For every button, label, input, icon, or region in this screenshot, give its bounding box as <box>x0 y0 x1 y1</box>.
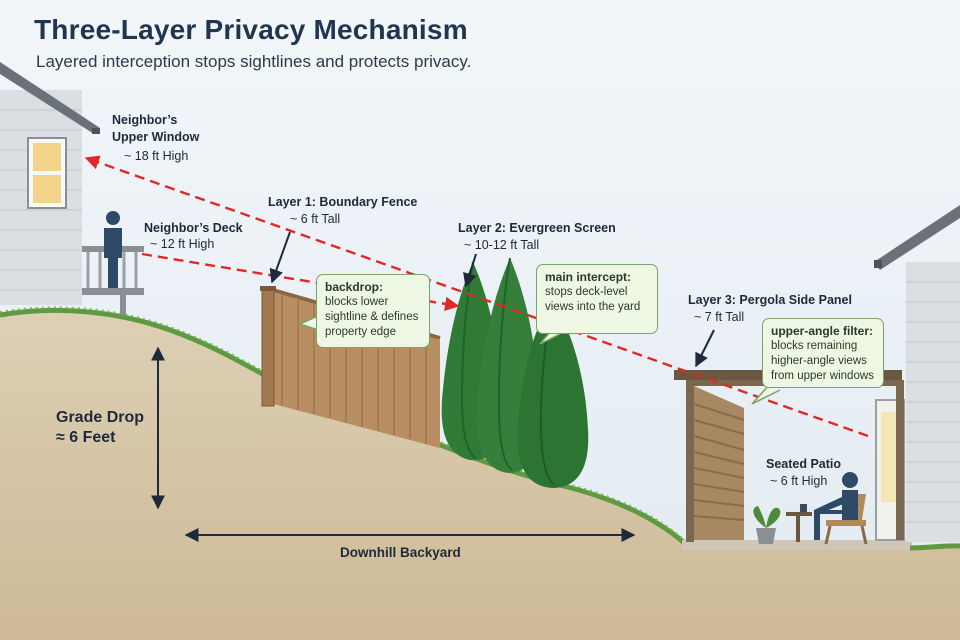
callout-upper-angle: upper-angle filter: blocks remaining hig… <box>762 318 884 388</box>
callout-backdrop-line1: blocks lower <box>325 296 389 308</box>
layer2-height: ~ 10-12 ft Tall <box>464 238 540 252</box>
page-title: Three-Layer Privacy Mechanism <box>34 14 468 45</box>
patio-height: ~ 6 ft High <box>770 474 828 488</box>
deck-sightline <box>141 252 460 312</box>
patio-person-seated <box>786 472 868 545</box>
evergreen-screen <box>441 257 589 488</box>
layer3-height: ~ 7 ft Tall <box>694 310 745 324</box>
downhill-label: Downhill Backyard <box>340 545 461 560</box>
patio-title: Seated Patio <box>766 457 842 471</box>
page-subtitle: Layered interception stops sightlines an… <box>36 52 472 71</box>
callout-main-line2: views into the yard <box>545 301 641 313</box>
window-title-line1: Neighbor’s <box>112 113 178 127</box>
neighbor-house <box>0 62 144 315</box>
potted-plant <box>753 506 781 544</box>
neighbor-person-silhouette <box>104 211 122 288</box>
grade-drop-line1: Grade Drop <box>56 409 145 426</box>
callout-main-intercept: main intercept: stops deck-level views i… <box>536 264 658 334</box>
callout-backdrop-line3: property edge <box>325 326 396 338</box>
callout-backdrop-line2: sightline & defines <box>325 311 419 323</box>
callout-main-line1: stops deck-level <box>545 286 628 298</box>
window-label: Neighbor’s Upper Window <box>112 112 199 146</box>
deck-title: Neighbor’s Deck <box>144 221 243 235</box>
callout-upper-line1: blocks remaining <box>771 340 858 352</box>
layer3-title: Layer 3: Pergola Side Panel <box>688 293 852 307</box>
callout-main-title: main intercept: <box>545 270 632 284</box>
callout-upper-title: upper-angle filter: <box>771 324 874 338</box>
deck-height: ~ 12 ft High <box>150 237 215 251</box>
layer1-height: ~ 6 ft Tall <box>290 212 341 226</box>
window-title-line2: Upper Window <box>112 130 200 144</box>
callout-upper-line2: higher-angle views <box>771 355 867 367</box>
grade-drop-label: Grade Drop ≈ 6 Feet <box>56 408 144 448</box>
layer2-title: Layer 2: Evergreen Screen <box>458 221 616 235</box>
upper-sightline <box>84 155 869 438</box>
right-house <box>874 205 960 542</box>
hillside-ground <box>0 310 960 640</box>
window-height: ~ 18 ft High <box>124 149 189 163</box>
callout-upper-line3: from upper windows <box>771 370 874 382</box>
callout-backdrop: backdrop: blocks lower sightline & defin… <box>316 274 430 348</box>
callout-backdrop-title: backdrop: <box>325 280 384 294</box>
layer1-title: Layer 1: Boundary Fence <box>268 195 418 209</box>
patio-slab <box>682 540 912 550</box>
grade-drop-line2: ≈ 6 Feet <box>56 429 116 446</box>
